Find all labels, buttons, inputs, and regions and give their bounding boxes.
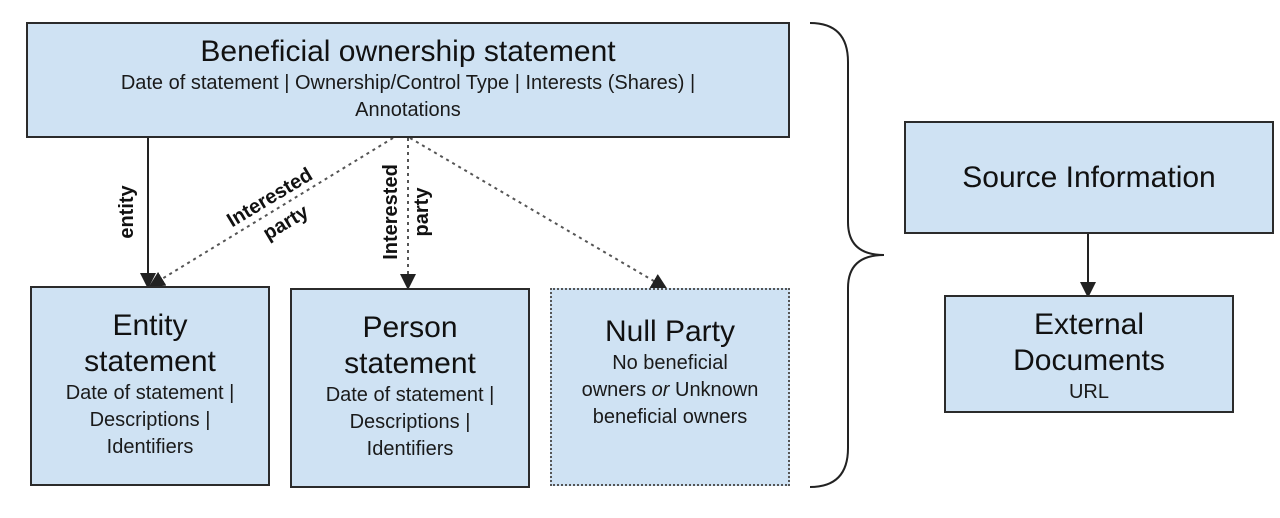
external-documents-box: External Documents URL [944, 295, 1234, 413]
person-statement-field-2: Descriptions | [349, 411, 471, 433]
entity-statement-field-1: Date of statement | [65, 382, 235, 404]
null-party-line-3: beneficial owners [592, 406, 748, 428]
external-documents-url: URL [1068, 381, 1109, 403]
null-party-line-1: No beneficial [612, 352, 728, 374]
person-statement-field-3: Identifiers [366, 438, 454, 460]
entity-statement-box: Entity statement Date of statement | Des… [30, 286, 270, 486]
interested-party-label-person-1: Interested [380, 164, 402, 260]
external-documents-title-2: Documents [1013, 344, 1165, 377]
null-party-line-2-or: or [651, 379, 670, 401]
statement-title: Beneficial ownership statement [200, 35, 616, 68]
source-information-box: Source Information [904, 121, 1274, 234]
null-party-line-2-b: Unknown [669, 379, 759, 401]
grouping-brace [809, 22, 885, 488]
person-statement-title-2: statement [344, 347, 476, 380]
null-party-title: Null Party [604, 315, 736, 348]
entity-statement-title-1: Entity [112, 309, 188, 342]
person-statement-box: Person statement Date of statement | Des… [290, 288, 530, 488]
external-documents-title-1: External [1033, 308, 1145, 341]
person-statement-title-1: Person [362, 311, 458, 344]
null-party-line-2: owners or Unknown [552, 377, 788, 404]
interested-party-label-person-2: party [411, 187, 433, 237]
null-party-line-2-a: owners [581, 379, 652, 401]
entity-statement-title-2: statement [84, 345, 216, 378]
statement-fields-line-2: Annotations [355, 99, 461, 121]
entity-statement-field-2: Descriptions | [89, 409, 211, 431]
statement-fields-line-1: Date of statement | Ownership/Control Ty… [120, 72, 696, 94]
beneficial-ownership-statement-box: Beneficial ownership statement Date of s… [26, 22, 790, 138]
entity-edge-label: entity [116, 184, 138, 238]
entity-statement-field-3: Identifiers [106, 436, 194, 458]
person-statement-field-1: Date of statement | [325, 384, 495, 406]
null-party-box: Null Party No beneficial owners or Unkno… [550, 288, 790, 486]
source-information-title: Source Information [962, 161, 1216, 194]
interested-party-edge-entity [148, 137, 394, 288]
null-party-edge [409, 137, 668, 290]
